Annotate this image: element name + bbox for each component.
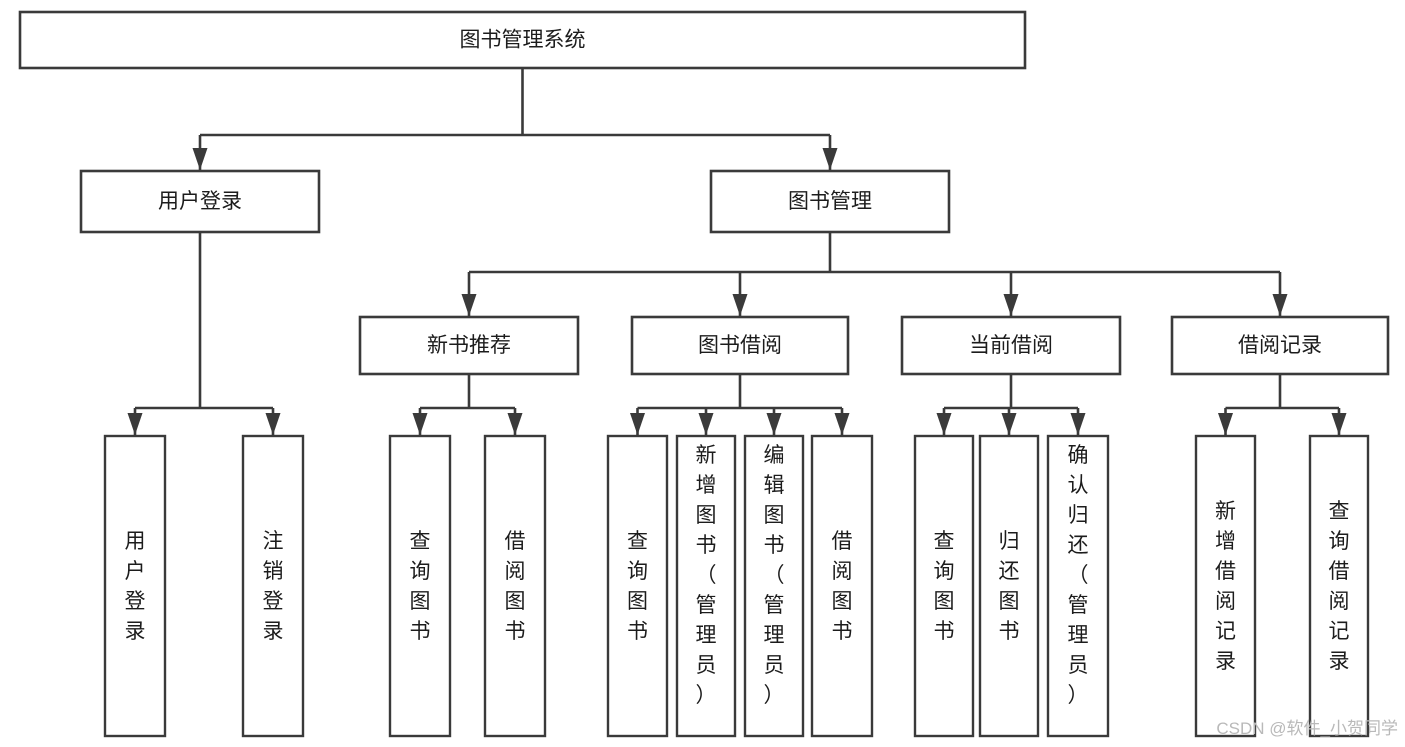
node-label-user-login-logout: 注销登录 xyxy=(263,530,284,643)
node-box-borrow-query-book[interactable] xyxy=(606,434,669,738)
node-box-record-query[interactable] xyxy=(1308,434,1370,738)
node-label-borrow-edit-book: 编辑图书（管理员） xyxy=(764,444,785,707)
arrow-head-icon xyxy=(127,413,143,435)
arrow-head-icon xyxy=(412,413,428,435)
node-box-borrow-borrow-book[interactable] xyxy=(810,434,874,738)
node-label-new-book-recommend: 新书推荐 xyxy=(427,334,511,357)
csdn-watermark: CSDN @软件_小贺同学 xyxy=(1216,719,1398,738)
node-box-current-query-book[interactable] xyxy=(913,434,975,738)
arrow-head-icon xyxy=(766,413,782,435)
node-user-login[interactable]: 用户登录 xyxy=(79,169,321,234)
arrow-head-icon xyxy=(1003,294,1019,316)
node-record-add[interactable]: 新增借阅记录 xyxy=(1194,434,1257,738)
node-recommend-borrow-book[interactable]: 借阅图书 xyxy=(483,434,547,738)
node-box-book-management[interactable] xyxy=(709,169,951,234)
node-borrow-record[interactable]: 借阅记录 xyxy=(1170,315,1390,376)
node-box-borrow-add-book[interactable] xyxy=(675,434,737,738)
node-label-book-management: 图书管理 xyxy=(788,190,872,213)
node-label-record-add: 新增借阅记录 xyxy=(1215,500,1236,673)
arrow-head-icon xyxy=(1218,413,1233,435)
node-box-user-login-login[interactable] xyxy=(103,434,167,738)
arrow-head-icon xyxy=(461,294,477,316)
node-box-borrow-record[interactable] xyxy=(1170,315,1390,376)
node-label-borrow-borrow-book: 借阅图书 xyxy=(832,530,853,643)
arrow-head-icon xyxy=(1331,413,1347,435)
arrow-head-icon xyxy=(822,148,838,170)
arrow-head-icon xyxy=(1070,413,1086,435)
node-borrow-edit-book[interactable]: 编辑图书（管理员） xyxy=(743,434,805,738)
node-current-borrow[interactable]: 当前借阅 xyxy=(900,315,1122,376)
node-book-borrow[interactable]: 图书借阅 xyxy=(630,315,850,376)
node-box-borrow-edit-book[interactable] xyxy=(743,434,805,738)
node-record-query[interactable]: 查询借阅记录 xyxy=(1308,434,1370,738)
node-label-recommend-query-book: 查询图书 xyxy=(410,530,431,643)
arrow-head-icon xyxy=(1001,413,1017,435)
arrow-head-icon xyxy=(732,294,748,316)
node-box-new-book-recommend[interactable] xyxy=(358,315,580,376)
arrow-head-icon xyxy=(630,413,645,435)
node-label-current-return-book: 归还图书 xyxy=(999,530,1020,643)
node-borrow-borrow-book[interactable]: 借阅图书 xyxy=(810,434,874,738)
node-new-book-recommend[interactable]: 新书推荐 xyxy=(358,315,580,376)
node-box-root[interactable] xyxy=(18,10,1027,70)
node-label-user-login: 用户登录 xyxy=(158,190,242,213)
node-box-recommend-borrow-book[interactable] xyxy=(483,434,547,738)
node-label-current-borrow: 当前借阅 xyxy=(969,334,1053,357)
arrow-head-icon xyxy=(698,413,714,435)
node-label-current-confirm-return: 确认归还（管理员） xyxy=(1068,444,1089,707)
node-box-current-confirm-return[interactable] xyxy=(1046,434,1110,738)
arrow-head-icon xyxy=(1272,294,1288,316)
node-box-current-borrow[interactable] xyxy=(900,315,1122,376)
node-label-root: 图书管理系统 xyxy=(460,29,586,52)
node-box-current-return-book[interactable] xyxy=(978,434,1040,738)
node-label-borrow-record: 借阅记录 xyxy=(1238,334,1322,357)
node-borrow-query-book[interactable]: 查询图书 xyxy=(606,434,669,738)
arrow-head-icon xyxy=(265,413,281,435)
connector-edges-layer xyxy=(127,68,1347,435)
node-box-book-borrow[interactable] xyxy=(630,315,850,376)
node-box-user-login[interactable] xyxy=(79,169,321,234)
node-current-query-book[interactable]: 查询图书 xyxy=(913,434,975,738)
arrow-head-icon xyxy=(192,148,208,170)
arrow-head-icon xyxy=(936,413,952,435)
node-label-record-query: 查询借阅记录 xyxy=(1329,500,1350,673)
node-label-borrow-add-book: 新增图书（管理员） xyxy=(696,444,717,707)
node-box-record-add[interactable] xyxy=(1194,434,1257,738)
arrow-head-icon xyxy=(507,413,523,435)
node-box-recommend-query-book[interactable] xyxy=(388,434,452,738)
node-current-return-book[interactable]: 归还图书 xyxy=(978,434,1040,738)
node-boxes-layer: 图书管理系统用户登录图书管理用户登录注销登录新书推荐查询图书借阅图书图书借阅查询… xyxy=(18,10,1390,738)
node-root[interactable]: 图书管理系统 xyxy=(18,10,1027,70)
arrow-head-icon xyxy=(834,413,850,435)
node-label-borrow-query-book: 查询图书 xyxy=(627,530,648,643)
node-user-login-logout[interactable]: 注销登录 xyxy=(241,434,305,738)
node-label-recommend-borrow-book: 借阅图书 xyxy=(505,530,526,643)
node-recommend-query-book[interactable]: 查询图书 xyxy=(388,434,452,738)
node-label-current-query-book: 查询图书 xyxy=(934,530,955,643)
node-label-user-login-login: 用户登录 xyxy=(125,530,146,643)
node-label-book-borrow: 图书借阅 xyxy=(698,334,782,357)
node-book-management[interactable]: 图书管理 xyxy=(709,169,951,234)
node-user-login-login[interactable]: 用户登录 xyxy=(103,434,167,738)
node-current-confirm-return[interactable]: 确认归还（管理员） xyxy=(1046,434,1110,738)
node-borrow-add-book[interactable]: 新增图书（管理员） xyxy=(675,434,737,738)
node-box-user-login-logout[interactable] xyxy=(241,434,305,738)
